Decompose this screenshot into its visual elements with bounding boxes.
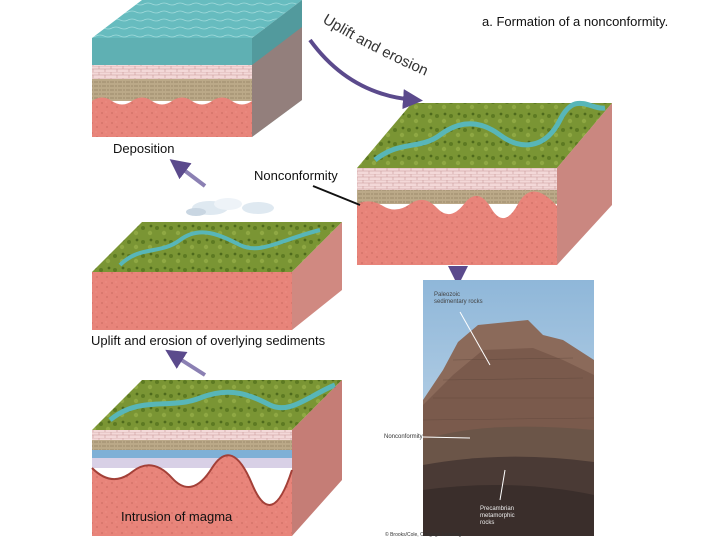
uplift-overlying-label: Uplift and erosion of overlying sediment… [91,333,326,348]
canyon-photo [423,280,594,536]
photo-caption-middle: Nonconformity [384,434,423,440]
photo-caption-bottom: Precambrian metamorphic rocks [480,506,515,526]
intrusion-label: Intrusion of magma [121,509,233,524]
arrow-uplift-erosion [308,38,423,110]
clouds [186,198,274,216]
block-nonconformity [357,100,612,265]
nonconformity-pointer [312,185,361,206]
canyon-photo-art [423,280,594,536]
block-eroded-basement [92,222,342,330]
photo-caption-top: Paleozoic sedimentary rocks [434,292,483,305]
block-magma-intrusion [91,380,342,536]
deposition-label: Deposition [113,141,175,156]
figure-title: a. Formation of a nonconformity. [482,14,669,29]
nonconformity-label: Nonconformity [254,168,338,183]
photo-credit: © Brooks/Cole, Cengage Learning [385,532,462,538]
arrow-deposition [169,159,207,188]
arrow-uplift-overlying [165,349,207,377]
block-water-deposition [92,0,302,137]
